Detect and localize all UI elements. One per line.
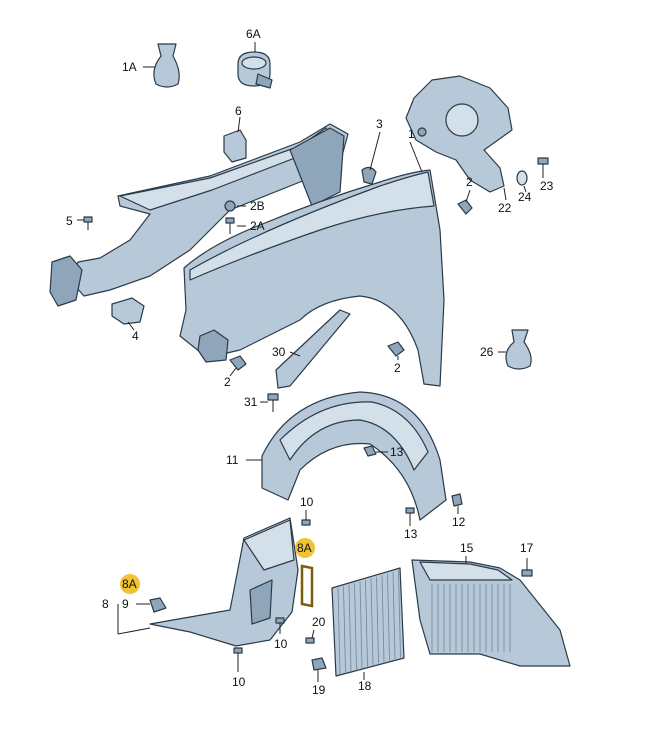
part-2A-screw [225, 217, 246, 234]
callout-10-lower: 10 [232, 675, 246, 689]
part-24-washer [516, 170, 528, 193]
radiator-fin [398, 570, 401, 658]
part-30-seal [275, 309, 351, 389]
callout-6: 6 [235, 104, 242, 118]
callout-4: 4 [132, 329, 139, 343]
callout-31: 31 [244, 395, 258, 409]
callout-2-left: 2 [224, 375, 231, 389]
radiator-fin [370, 578, 374, 666]
part-5-screw [77, 216, 93, 230]
callout-23: 23 [540, 179, 554, 193]
callout-8A-gasket: 8A [297, 541, 312, 555]
part-20-screw [305, 629, 315, 644]
part-6A-tape [237, 42, 273, 89]
part-26-plug [498, 329, 532, 370]
callout-10-mid: 10 [274, 637, 288, 651]
part-10-screw-mid [275, 617, 285, 634]
part-9-clip [136, 597, 167, 613]
part-11-wheelhouse-liner [246, 391, 447, 521]
radiator-fin [337, 587, 341, 675]
radiator-fin [387, 573, 390, 661]
radiator-fin [348, 584, 352, 672]
part-8-air-duct [117, 517, 299, 647]
radiator-fin [392, 571, 396, 660]
callout-22: 22 [498, 201, 512, 215]
radiator-fin [376, 576, 379, 664]
part-15-air-guide [411, 556, 571, 667]
callout-2-upper: 2 [466, 175, 473, 189]
fender-support-member [49, 123, 349, 307]
callout-8A-duct: 8A [122, 577, 137, 591]
part-2-screw-right [387, 341, 405, 360]
part-3-clip [361, 131, 381, 185]
callout-11: 11 [226, 453, 239, 467]
highlight-8A-duct [120, 574, 140, 594]
part-6-bracket [223, 116, 247, 163]
callout-8: 8 [102, 597, 109, 611]
callout-5: 5 [66, 214, 73, 228]
callout-24: 24 [518, 190, 532, 204]
radiator-fin [359, 581, 363, 669]
part-23-bolt [537, 157, 549, 178]
part-13-screw-upper [363, 445, 388, 457]
part-13-screw-lower [405, 507, 415, 526]
part-19-clip [311, 657, 327, 682]
callout-26: 26 [480, 345, 494, 359]
part-2B-nut [224, 200, 246, 212]
radiator-fin [381, 575, 385, 663]
callout-13-lower: 13 [404, 527, 418, 541]
callout-13-upper: 13 [390, 445, 404, 459]
callout-9: 9 [122, 597, 129, 611]
part-12-clip [451, 493, 463, 514]
highlight-8A-gasket [295, 538, 315, 558]
part-1-fender [179, 141, 445, 387]
callout-17: 17 [520, 541, 534, 555]
part-2-screw-upper [457, 189, 473, 215]
callout-18: 18 [358, 679, 372, 693]
callout-2B: 2B [250, 199, 265, 213]
part-17-screw [521, 558, 533, 577]
callout-19: 19 [312, 683, 326, 697]
callout-15: 15 [460, 541, 474, 555]
callout-2-right: 2 [394, 361, 401, 375]
callout-20: 20 [312, 615, 326, 629]
part-2-screw-left [229, 355, 247, 377]
part-8A-gasket [300, 564, 314, 608]
part-22-bracket [405, 75, 513, 201]
radiator-fin [343, 586, 346, 673]
part-31-clip [260, 393, 279, 412]
radiator-fin [354, 583, 357, 670]
part-1A-plug [143, 43, 180, 88]
callout-6A: 6A [246, 27, 261, 41]
radiator-fin [365, 579, 368, 667]
callout-10-upper: 10 [300, 495, 314, 509]
callout-1A: 1A [122, 60, 137, 74]
callout-12: 12 [452, 515, 466, 529]
callout-3: 3 [376, 117, 383, 131]
callout-30: 30 [272, 345, 286, 359]
part-10-screw-lower [233, 647, 243, 672]
part-18-radiator [331, 567, 405, 680]
part-4-bracket [111, 297, 145, 331]
callout-2A: 2A [250, 219, 265, 233]
part-10-screw-upper [301, 510, 311, 526]
callout-1: 1 [408, 127, 415, 141]
